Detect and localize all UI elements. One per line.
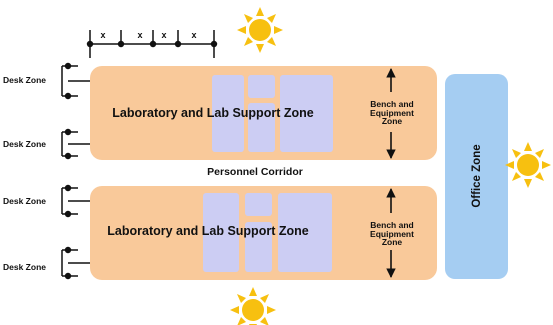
module-marker: x bbox=[100, 30, 106, 40]
lab-support-block bbox=[278, 193, 332, 272]
lab-support-block bbox=[248, 75, 275, 98]
module-marker: x bbox=[137, 30, 143, 40]
lab-support-block bbox=[245, 222, 272, 272]
office-zone-label: Office Zone bbox=[471, 144, 483, 208]
desk-zone-label: Desk Zone bbox=[3, 75, 46, 85]
lab-support-block bbox=[245, 193, 272, 216]
desk-zone-label: Desk Zone bbox=[3, 262, 46, 272]
desk-zone-nodes bbox=[64, 62, 72, 280]
desk-zone-label: Desk Zone bbox=[3, 196, 46, 206]
lab-support-block bbox=[212, 75, 244, 152]
lab-support-block bbox=[280, 75, 333, 152]
module-marker: x bbox=[161, 30, 167, 40]
module-marker: x bbox=[191, 30, 197, 40]
desk-zone-label: Desk Zone bbox=[3, 139, 46, 149]
sun-icon bbox=[505, 142, 551, 188]
bench-zone-label: Bench and Equipment Zone bbox=[370, 220, 414, 247]
module-grid-nodes bbox=[86, 40, 218, 48]
office-zone bbox=[445, 74, 508, 279]
corridor-label: Personnel Corridor bbox=[207, 166, 303, 178]
sun-icon bbox=[237, 7, 283, 53]
lab-zone-label: Laboratory and Lab Support Zone bbox=[107, 224, 309, 238]
bench-zone-label: Bench and Equipment Zone bbox=[370, 99, 414, 126]
lab-support-block bbox=[203, 193, 239, 272]
sun-icon bbox=[230, 287, 276, 325]
lab-zone-label: Laboratory and Lab Support Zone bbox=[112, 106, 314, 120]
lab-support-block bbox=[248, 103, 275, 152]
